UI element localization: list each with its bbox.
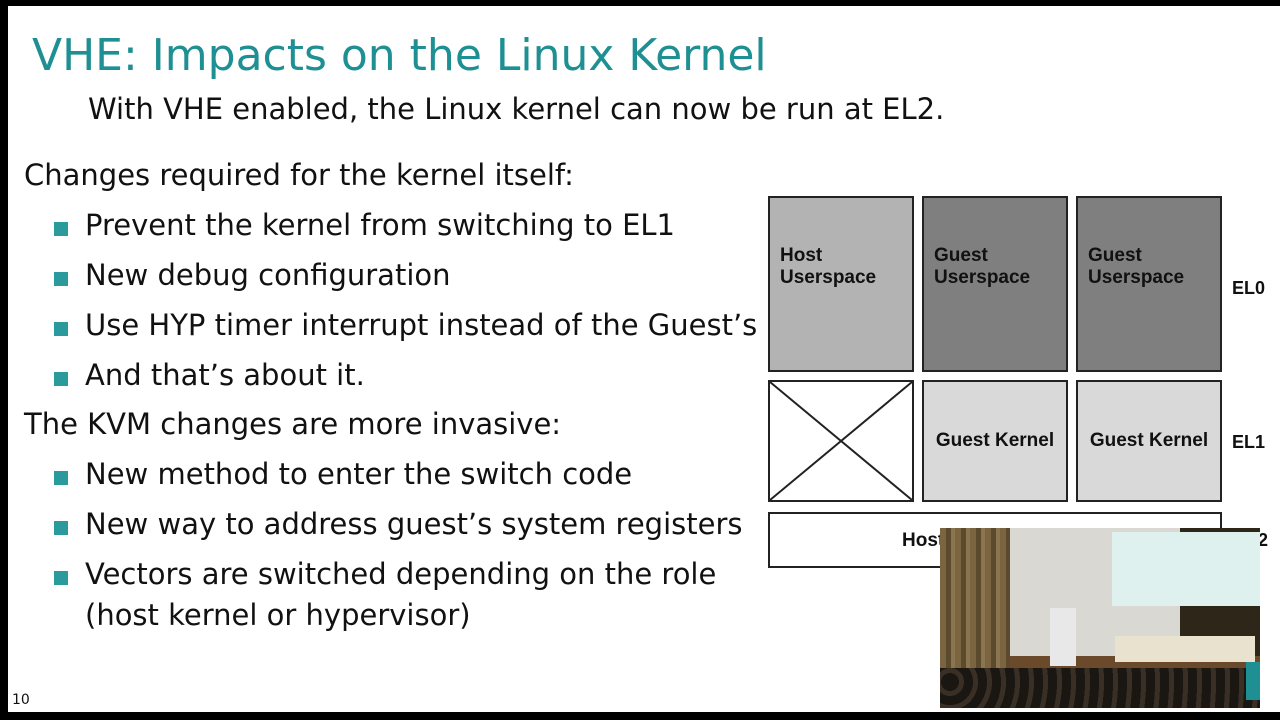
slide-title: VHE: Impacts on the Linux Kernel	[32, 30, 767, 81]
el2-label-partial: 2	[1258, 530, 1269, 550]
speaker-video-overlay[interactable]	[940, 528, 1260, 708]
slide: VHE: Impacts on the Linux Kernel With VH…	[8, 6, 1280, 712]
projector-screen	[1112, 532, 1260, 606]
el0-label: EL0	[1232, 278, 1266, 298]
box-label: Userspace	[1088, 267, 1185, 288]
bullet-text: New debug configuration	[85, 258, 451, 292]
box-label: Userspace	[934, 267, 1031, 288]
el1-label: EL1	[1232, 432, 1266, 452]
audience	[940, 668, 1260, 708]
slide-subtitle: With VHE enabled, the Linux kernel can n…	[88, 92, 945, 126]
box-label: Guest	[1088, 245, 1142, 266]
bullet-square-icon	[54, 471, 68, 485]
bullet-text: Use HYP timer interrupt instead of the G…	[85, 308, 758, 342]
logo-icon	[1246, 662, 1260, 700]
section1-heading: Changes required for the kernel itself:	[24, 158, 574, 192]
bullet-text: New way to address guest’s system regist…	[85, 507, 743, 541]
guest-kernel-box-2: Guest Kernel	[1076, 380, 1222, 502]
bullet-text: Vectors are switched depending on the ro…	[85, 557, 717, 591]
box-label: Guest Kernel	[935, 430, 1055, 451]
bullet-square-icon	[54, 521, 68, 535]
bullet-square-icon	[54, 272, 68, 286]
bullet-square-icon	[54, 322, 68, 336]
bullet-square-icon	[54, 571, 68, 585]
stage-sofa	[1115, 636, 1255, 662]
podium	[1050, 608, 1076, 666]
bullet-text: Prevent the kernel from switching to EL1	[85, 208, 676, 242]
guest-kernel-box-1: Guest Kernel	[922, 380, 1068, 502]
box-label: Guest Kernel	[1089, 430, 1209, 451]
empty-host-kernel-box	[768, 380, 914, 502]
host-bar-label: Host	[902, 530, 945, 551]
box-label: Userspace	[780, 267, 877, 288]
bullet-square-icon	[54, 372, 68, 386]
bullet-text: And that’s about it.	[85, 358, 365, 392]
bullet-square-icon	[54, 222, 68, 236]
bullet-text: New method to enter the switch code	[85, 457, 633, 491]
cross-icon	[770, 382, 912, 500]
page-number: 10	[12, 692, 30, 708]
bullet-continuation: (host kernel or hypervisor)	[85, 598, 471, 632]
box-label: Host	[780, 245, 823, 266]
section2-heading: The KVM changes are more invasive:	[24, 407, 562, 441]
box-label: Guest	[934, 245, 988, 266]
